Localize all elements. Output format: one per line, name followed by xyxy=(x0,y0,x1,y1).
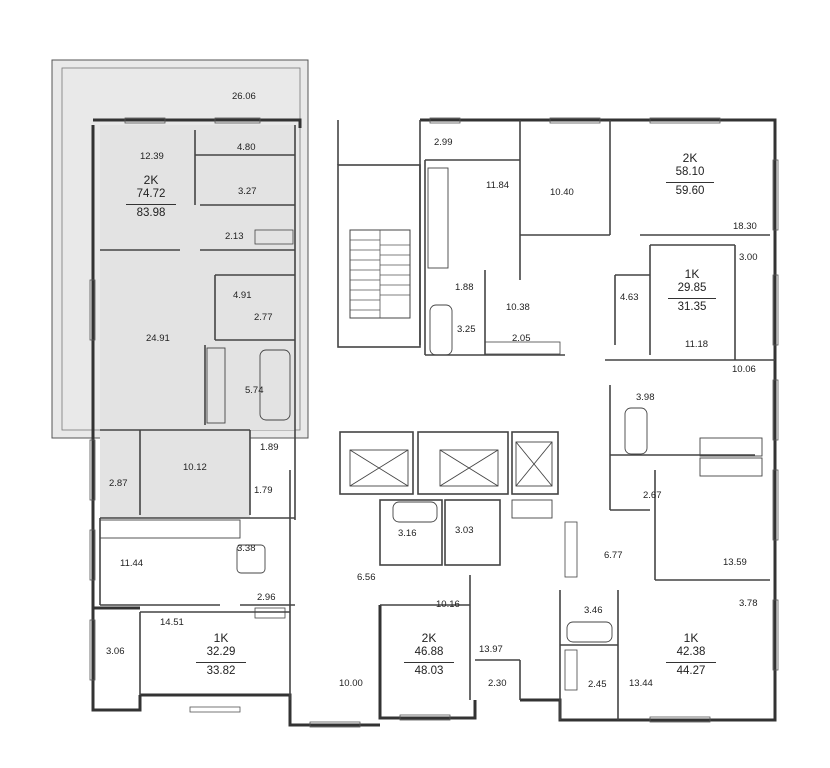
room-area: 10.40 xyxy=(550,187,574,198)
room-area: 3.98 xyxy=(636,392,655,403)
room-area: 10.16 xyxy=(436,599,460,610)
room-area: 3.16 xyxy=(398,528,417,539)
interior-walls xyxy=(99,120,775,720)
apartment-total-area: 83.98 xyxy=(126,203,176,223)
room-area: 2.96 xyxy=(257,592,276,603)
elevator-shafts xyxy=(349,441,553,487)
room-area: 10.38 xyxy=(506,302,530,313)
stair-flights xyxy=(350,230,410,318)
room-area: 11.84 xyxy=(486,180,510,191)
room-area: 2.87 xyxy=(109,478,128,489)
apartment-type: 2K xyxy=(421,631,437,645)
room-area: 3.38 xyxy=(237,543,256,554)
apartment-living-area: 74.72 xyxy=(126,186,176,205)
room-area: 13.44 xyxy=(629,678,653,689)
room-area: 13.59 xyxy=(723,557,747,568)
room-area: 4.63 xyxy=(620,292,639,303)
apartment-total-area: 44.27 xyxy=(666,661,716,681)
apartment-label-east-upper: 1K 29.85 31.35 xyxy=(668,268,716,316)
room-area: 18.30 xyxy=(733,221,757,232)
room-area: 2.05 xyxy=(512,333,531,344)
room-area: 2.30 xyxy=(488,678,507,689)
apartment-label-south: 2K 46.88 48.03 xyxy=(404,632,454,680)
wardrobes xyxy=(254,229,578,691)
room-area: 6.56 xyxy=(357,572,376,583)
room-area: 14.51 xyxy=(160,617,184,628)
room-area: 10.00 xyxy=(339,678,363,689)
apartment-total-area: 48.03 xyxy=(404,661,454,681)
room-area: 12.39 xyxy=(140,151,164,162)
apartment-type: 1K xyxy=(684,267,700,281)
room-area: 24.91 xyxy=(146,333,170,344)
bathtubs xyxy=(236,304,648,643)
room-area: 6.77 xyxy=(604,550,623,561)
room-area: 3.46 xyxy=(584,605,603,616)
kitchen-counters xyxy=(99,167,763,539)
apartment-total-area: 31.35 xyxy=(668,297,716,317)
apartment-living-area: 46.88 xyxy=(404,644,454,663)
room-area: 11.18 xyxy=(685,339,709,350)
room-area: 2.67 xyxy=(643,490,662,501)
room-area: 1.88 xyxy=(455,282,474,293)
apartment-type: 2K xyxy=(682,151,698,165)
apartment-total-area: 59.60 xyxy=(666,181,714,201)
apartment-living-area: 29.85 xyxy=(668,280,716,299)
room-area: 2.13 xyxy=(225,231,244,242)
apartment-label-sw: 1K 32.29 33.82 xyxy=(196,632,246,680)
room-area: 11.44 xyxy=(120,558,144,569)
room-area: 5.74 xyxy=(245,385,264,396)
apartment-label-nw: 2K 74.72 83.98 xyxy=(126,174,176,222)
apartment-label-ne: 2K 58.10 59.60 xyxy=(666,152,714,200)
room-area: 2.77 xyxy=(254,312,273,323)
apartment-type: 2K xyxy=(143,173,159,187)
room-area: 10.06 xyxy=(732,364,756,375)
room-area: 1.89 xyxy=(260,442,279,453)
apartment-living-area: 58.10 xyxy=(666,164,714,183)
apartment-label-se: 1K 42.38 44.27 xyxy=(666,632,716,680)
room-area: 10.12 xyxy=(183,462,207,473)
apartment-type: 1K xyxy=(213,631,229,645)
room-area: 3.00 xyxy=(739,252,758,263)
apartment-total-area: 33.82 xyxy=(196,661,246,681)
room-area: 2.99 xyxy=(434,137,453,148)
room-area: 13.97 xyxy=(479,644,503,655)
room-area: 3.78 xyxy=(739,598,758,609)
room-area: 3.25 xyxy=(457,324,476,335)
room-area: 4.91 xyxy=(233,290,252,301)
windows xyxy=(89,117,779,728)
room-area: 3.03 xyxy=(455,525,474,536)
room-area: 2.45 xyxy=(588,679,607,690)
room-area: 3.06 xyxy=(106,646,125,657)
apartment-type: 1K xyxy=(683,631,699,645)
room-area: 1.79 xyxy=(254,485,273,496)
apartment-living-area: 42.38 xyxy=(666,644,716,663)
room-area: 3.27 xyxy=(238,186,257,197)
room-area: 4.80 xyxy=(237,142,256,153)
outer-walls xyxy=(91,118,777,727)
apartment-living-area: 32.29 xyxy=(196,644,246,663)
room-area: 26.06 xyxy=(232,91,256,102)
